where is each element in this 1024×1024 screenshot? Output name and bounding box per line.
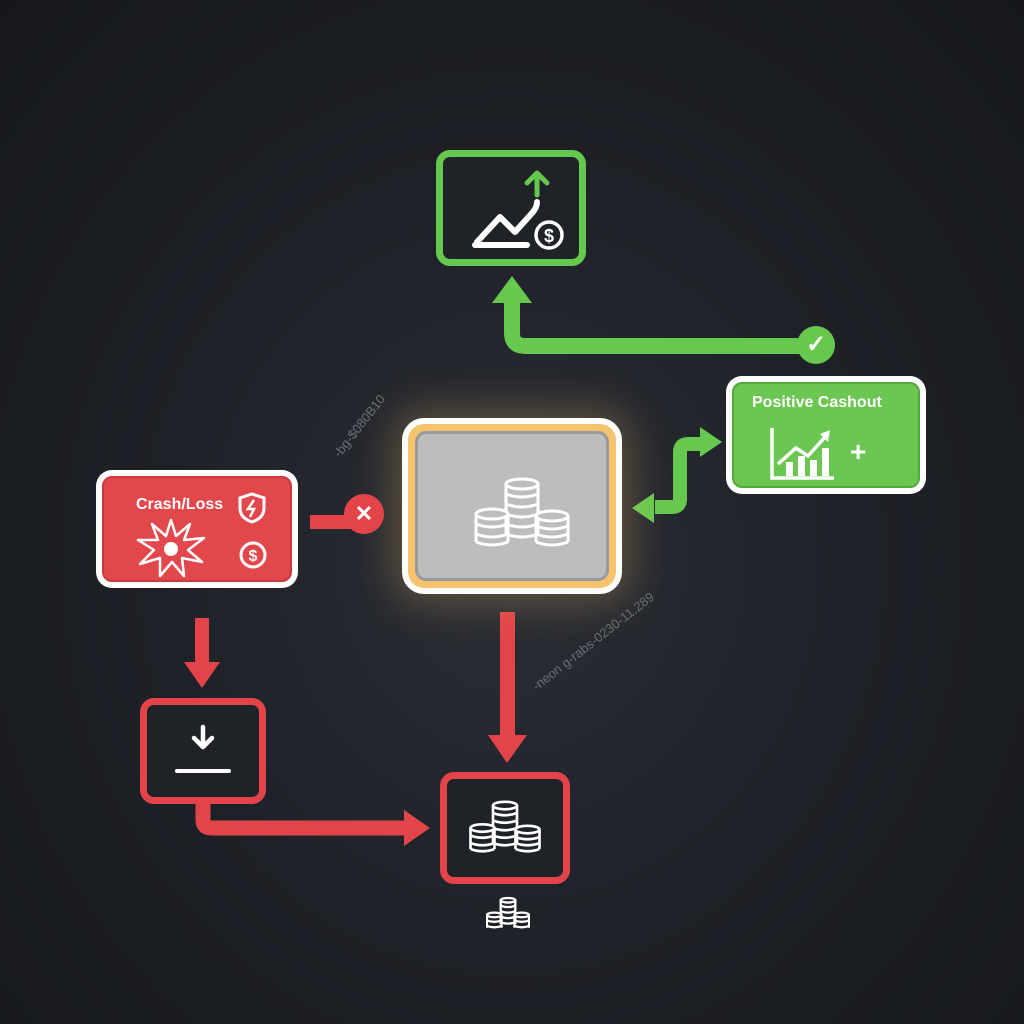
fail-x-marker: ✕ — [344, 494, 384, 534]
svg-text:$: $ — [544, 226, 554, 246]
red-l-arrow — [195, 803, 430, 846]
download-node[interactable] — [140, 698, 266, 804]
crash-loss-label: Crash/Loss — [136, 496, 224, 513]
chart-up-dollar-icon: $ — [472, 170, 564, 250]
plus-symbol: + — [850, 436, 867, 467]
shield-lightning-icon — [238, 492, 266, 524]
bar-chart-trend-icon — [770, 428, 834, 480]
positive-cashout-label: Positive Cashout — [752, 394, 882, 411]
green-success-arrow — [492, 276, 815, 354]
coin-stacks-icon — [469, 800, 541, 853]
center-stake-node[interactable] — [402, 418, 622, 594]
explosion-icon — [136, 518, 206, 578]
green-bidirectional-arrow — [632, 427, 722, 523]
loss-pool-node[interactable] — [440, 772, 570, 884]
dollar-circle-icon: $ — [239, 541, 267, 569]
red-down-arrow-center — [488, 612, 527, 763]
download-tray-icon — [175, 724, 231, 773]
svg-text:$: $ — [249, 548, 258, 565]
red-down-arrow-left — [184, 618, 220, 688]
success-check-marker: ✓ — [797, 326, 835, 364]
small-coin-stacks-icon — [486, 896, 530, 929]
positive-cashout-node[interactable]: Positive Cashout + — [726, 376, 926, 494]
growth-node[interactable]: $ — [436, 150, 586, 266]
coin-stacks-icon — [474, 477, 570, 547]
crash-loss-node[interactable]: Crash/Loss $ — [96, 470, 298, 588]
